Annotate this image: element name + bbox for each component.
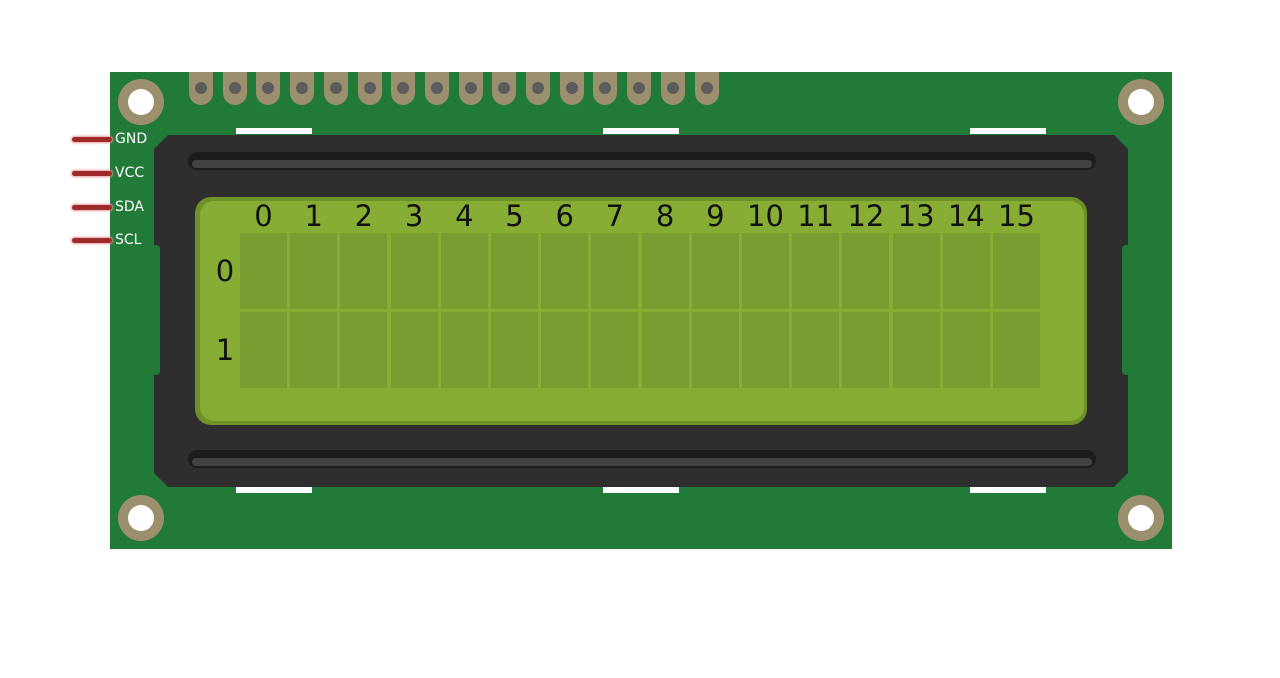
- pin-wire-gnd[interactable]: [72, 137, 112, 142]
- column-label: 9: [706, 199, 725, 233]
- header-pad-icon[interactable]: [222, 72, 247, 105]
- header-pad-icon[interactable]: [526, 72, 550, 105]
- lcd-cell[interactable]: [942, 233, 990, 309]
- pin-label-scl: SCL: [115, 232, 142, 248]
- lcd-cell[interactable]: [641, 233, 689, 309]
- header-pad-icon[interactable]: [660, 72, 685, 105]
- column-label: 12: [847, 199, 885, 233]
- lcd-cell[interactable]: [340, 312, 388, 388]
- header-pad-icon[interactable]: [256, 72, 281, 105]
- bezel-notch-right: [1122, 245, 1130, 375]
- column-label: 13: [897, 199, 935, 233]
- mount-hole-bottom-left-icon: [118, 495, 164, 541]
- column-label: 4: [455, 199, 474, 233]
- header-pad-icon[interactable]: [593, 72, 618, 105]
- column-label: 5: [505, 199, 524, 233]
- lcd-cell[interactable]: [440, 312, 488, 388]
- lcd-cell[interactable]: [591, 233, 639, 309]
- lcd-cell[interactable]: [892, 233, 940, 309]
- header-pad-icon[interactable]: [189, 72, 213, 105]
- bezel-tab: [236, 128, 312, 134]
- mount-hole-bottom-right-icon: [1118, 495, 1164, 541]
- header-pad-icon[interactable]: [627, 72, 652, 105]
- header-pad-icon[interactable]: [357, 72, 382, 105]
- pin-wire-sda[interactable]: [72, 205, 112, 210]
- mount-hole-top-left-icon: [118, 79, 164, 125]
- column-label: 0: [254, 199, 273, 233]
- column-label: 14: [947, 199, 985, 233]
- lcd-cell[interactable]: [942, 312, 990, 388]
- lcd-cell[interactable]: [842, 233, 890, 309]
- column-label: 7: [605, 199, 625, 233]
- lcd-cell[interactable]: [591, 312, 639, 388]
- pin-label-sda: SDA: [115, 199, 144, 215]
- header-pad-icon[interactable]: [559, 72, 584, 105]
- header-pad-icon[interactable]: [694, 72, 719, 105]
- header-pad-icon[interactable]: [492, 72, 517, 105]
- column-label: 8: [655, 199, 675, 233]
- lcd-cell[interactable]: [993, 233, 1040, 309]
- lcd-cell[interactable]: [541, 312, 589, 388]
- lcd-cell[interactable]: [892, 312, 940, 388]
- pin-label-vcc: VCC: [115, 165, 145, 181]
- column-label: 11: [797, 199, 835, 233]
- header-pad-icon[interactable]: [391, 72, 416, 105]
- lcd-cell[interactable]: [842, 312, 890, 388]
- lcd-cell[interactable]: [240, 312, 287, 388]
- header-pad-icon[interactable]: [290, 72, 315, 105]
- lcd-cell[interactable]: [691, 233, 739, 309]
- bezel-notch-left: [152, 245, 160, 375]
- lcd-cell[interactable]: [290, 233, 338, 309]
- lcd-cell[interactable]: [691, 312, 739, 388]
- column-label: 1: [304, 199, 323, 233]
- lcd-cell[interactable]: [742, 312, 789, 388]
- lcd-cell[interactable]: [390, 233, 438, 309]
- lcd-cell[interactable]: [792, 312, 840, 388]
- row-label: 0: [215, 254, 235, 288]
- row-label: 1: [215, 333, 235, 367]
- column-label: 3: [404, 199, 424, 233]
- lcd-cell[interactable]: [742, 233, 789, 309]
- lcd-cell[interactable]: [340, 233, 388, 309]
- column-label: 2: [354, 199, 374, 233]
- lcd-cell[interactable]: [390, 312, 438, 388]
- column-label: 15: [998, 199, 1035, 233]
- pin-wire-vcc[interactable]: [72, 171, 112, 176]
- header-pad-icon[interactable]: [458, 72, 483, 105]
- pin-label-gnd: GND: [115, 131, 148, 147]
- lcd-cell[interactable]: [792, 233, 840, 309]
- bezel-slot-top: [188, 152, 1096, 170]
- mount-hole-top-right-icon: [1118, 79, 1164, 125]
- column-label: 10: [747, 199, 784, 233]
- lcd-cell[interactable]: [541, 233, 589, 309]
- bezel-slot-bottom: [188, 450, 1096, 468]
- header-pad-icon[interactable]: [323, 72, 348, 105]
- bezel-tab: [603, 128, 679, 134]
- lcd-cell[interactable]: [440, 233, 488, 309]
- lcd-cell[interactable]: [993, 312, 1040, 388]
- column-label: 6: [555, 199, 574, 233]
- lcd-cell[interactable]: [641, 312, 689, 388]
- bezel-tab: [236, 487, 312, 493]
- lcd-cell[interactable]: [290, 312, 338, 388]
- lcd-cell[interactable]: [491, 233, 538, 309]
- bezel-tab: [970, 487, 1046, 493]
- lcd-cell[interactable]: [491, 312, 538, 388]
- bezel-tab: [970, 128, 1046, 134]
- lcd-cell[interactable]: [240, 233, 287, 309]
- bezel-tab: [603, 487, 679, 493]
- pin-wire-scl[interactable]: [72, 238, 112, 243]
- header-pad-icon[interactable]: [424, 72, 449, 105]
